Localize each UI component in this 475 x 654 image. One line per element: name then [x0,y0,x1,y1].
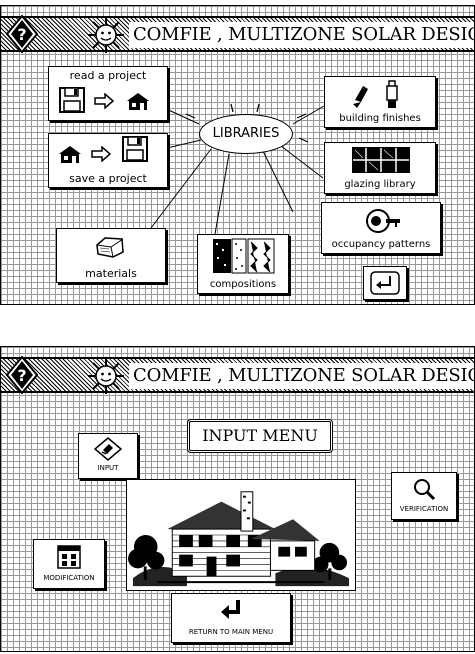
verification-button[interactable]: VERIFICATION [391,472,457,520]
occupancy-patterns-button[interactable]: occupancy patterns [321,202,441,254]
modification-button[interactable]: MODIFICATION [33,539,105,589]
connector-lines [148,100,325,235]
arrow-right-icon [91,146,111,162]
sun-icon [88,17,124,53]
return-arrow-icon [221,600,240,619]
menu-title-label: INPUT MENU [202,426,318,445]
help-icon[interactable]: ? [5,14,39,54]
materials-label: materials [85,267,137,280]
compositions-button[interactable]: compositions [197,234,289,294]
floppy-disk-icon [122,136,148,162]
arrow-right-icon [94,93,114,109]
input-icon [94,437,122,461]
paint-brush-icon [353,80,398,108]
app-title: COMFIE , MULTIZONE SOLAR DESIGN [129,363,474,389]
libraries-center[interactable]: LIBRARIES [199,114,293,154]
layers-icon [213,238,275,274]
save-project-button[interactable]: save a project [48,133,168,188]
stone-icon [96,237,124,258]
key-icon [366,209,400,233]
return-icon [370,271,400,295]
return-to-main-menu-button[interactable]: RETURN TO MAIN MENU [171,593,291,643]
window-icon [352,147,410,173]
title-bar: ? COMFIE , MULTIZONE SOLAR DESIGN [1,355,474,395]
input-label: INPUT [97,464,119,472]
occupancy-patterns-label: occupancy patterns [331,239,431,250]
magnifier-icon [414,479,436,501]
read-project-label: read a project [69,69,147,82]
building-finishes-label: building finishes [339,113,421,124]
app-title: COMFIE , MULTIZONE SOLAR DESIGN [129,22,474,48]
materials-button[interactable]: materials [56,228,166,283]
house-icon [59,146,81,163]
verification-label: VERIFICATION [399,505,449,513]
house-drawing [128,491,350,587]
input-menu-title: INPUT MENU [187,419,333,453]
glazing-library-label: glazing library [344,179,416,190]
libraries-label: LIBRARIES [212,126,280,141]
building-finishes-button[interactable]: building finishes [324,76,436,128]
title-bar: ? COMFIE , MULTIZONE SOLAR DESIGN [1,14,474,54]
return-button[interactable] [363,266,407,300]
svg-text:?: ? [17,25,26,44]
read-project-button[interactable]: read a project [48,66,168,121]
house-icon [127,93,149,110]
help-icon[interactable]: ? [5,355,39,395]
compositions-label: compositions [209,279,277,290]
save-project-label: save a project [69,172,147,185]
input-button[interactable]: INPUT [78,433,138,479]
sun-icon [88,358,124,394]
return-to-main-menu-label: RETURN TO MAIN MENU [188,628,274,636]
modification-label: MODIFICATION [43,574,95,582]
svg-text:?: ? [17,366,26,385]
floppy-disk-icon [59,87,85,113]
grid-icon [57,545,81,569]
libraries-screen: ? COMFIE , MULTIZONE SOLAR DESIGN [0,5,475,305]
house-illustration [126,479,356,591]
glazing-library-button[interactable]: glazing library [324,142,436,194]
input-menu-screen: ? COMFIE , MULTIZONE SOLAR DESIGN INPUT … [0,346,475,652]
